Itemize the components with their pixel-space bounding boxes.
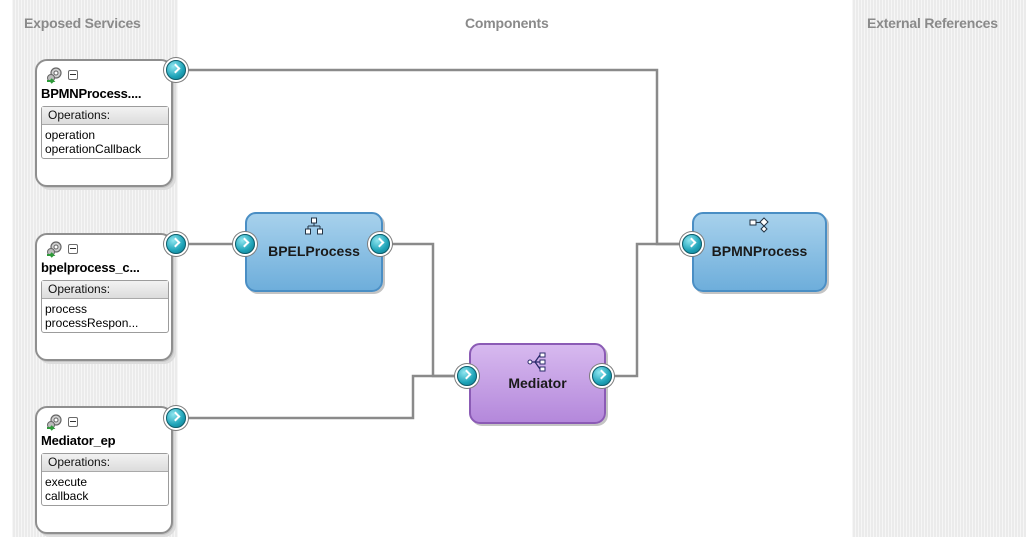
bpmn-process-icon [749,217,769,233]
mediator-output-port[interactable] [592,366,612,386]
service-icons [45,238,78,260]
service-gear-icon [47,414,62,431]
bpmn-process-component[interactable]: BPMNProcess [692,212,827,292]
service-port-bpelprocess-client[interactable] [166,234,186,254]
operation-item[interactable]: operationCallback [45,142,142,156]
operation-item[interactable]: operation [45,128,96,142]
operations-box: Operations: process processRespon... [41,280,169,333]
operation-item[interactable]: execute [45,475,88,489]
external-references-title: External References [867,15,998,31]
operation-item[interactable]: callback [45,489,89,503]
wire-mediator-service-to-mediator[interactable] [186,374,459,420]
service-gear-icon [47,67,62,84]
wire-mediator-to-bpmn-component[interactable] [612,242,684,378]
components-title: Components [465,15,549,31]
service-port-bpmn-process[interactable] [166,60,186,80]
bpel-process-component[interactable]: BPELProcess [245,212,383,292]
operation-item[interactable]: process [45,302,88,316]
external-references-lane[interactable] [852,0,1026,537]
service-bpmn-process[interactable]: BPMNProcess.... Operations: operation op… [35,59,173,187]
operations-header: Operations: [42,281,168,299]
bpel-process-input-port[interactable] [235,234,255,254]
collapse-toggle-icon[interactable] [68,70,78,80]
bpel-process-output-port[interactable] [370,234,390,254]
bpel-process-icon [305,217,323,235]
component-name: BPELProcess [268,243,360,259]
operations-header: Operations: [42,454,168,472]
operations-header: Operations: [42,107,168,125]
exposed-services-title: Exposed Services [24,15,141,31]
service-icons [45,64,78,86]
operations-list: process processRespon... [42,299,168,332]
mediator-input-port[interactable] [457,366,477,386]
collapse-toggle-icon[interactable] [68,244,78,254]
service-port-mediator-ep[interactable] [166,408,186,428]
operations-list: operation operationCallback [42,125,168,158]
service-name: Mediator_ep [41,433,116,448]
operations-list: execute callback [42,472,168,505]
service-bpelprocess-client[interactable]: bpelprocess_c... Operations: process pro… [35,233,173,361]
service-mediator-ep[interactable]: Mediator_ep Operations: execute callback [35,406,173,534]
component-name: Mediator [508,375,567,391]
operations-box: Operations: execute callback [41,453,169,506]
component-name: BPMNProcess [711,243,808,259]
service-gear-icon [47,241,62,258]
mediator-icon [527,352,545,372]
mediator-component[interactable]: Mediator [469,343,606,424]
service-name: bpelprocess_c... [41,260,140,275]
operation-item[interactable]: processRespon... [45,316,139,330]
bpmn-process-input-port[interactable] [682,234,702,254]
operations-box: Operations: operation operationCallback [41,106,169,159]
service-name: BPMNProcess.... [41,86,142,101]
service-icons [45,411,78,433]
collapse-toggle-icon[interactable] [68,417,78,427]
wire-bpel-component-to-mediator[interactable] [392,242,459,378]
